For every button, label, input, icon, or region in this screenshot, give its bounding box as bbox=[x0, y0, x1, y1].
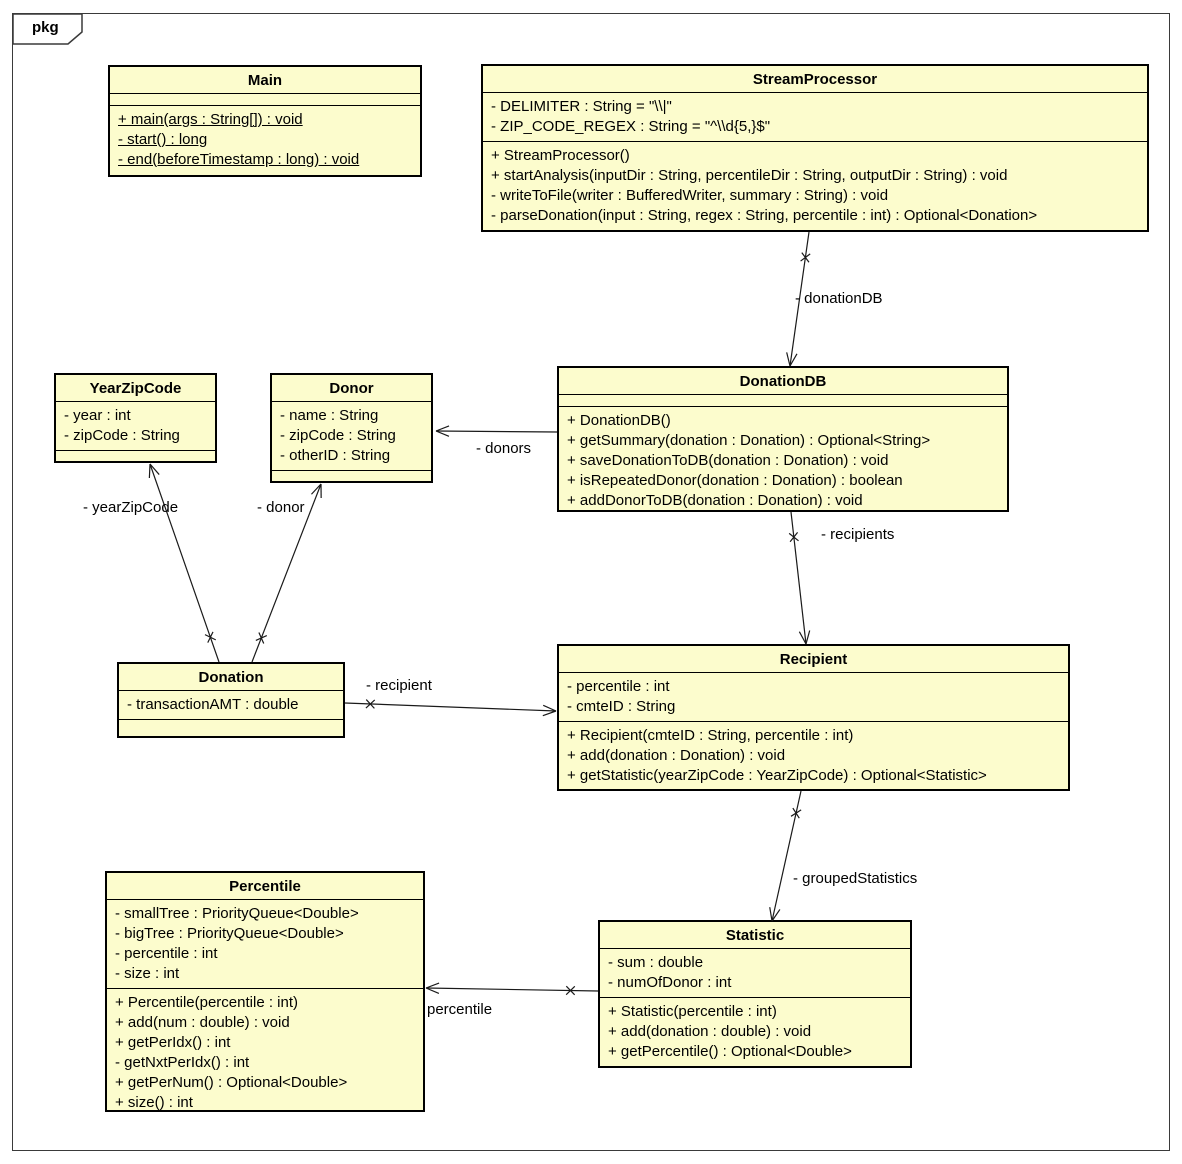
class-attributes-empty bbox=[559, 395, 1007, 407]
method-line: + Percentile(percentile : int) bbox=[115, 994, 299, 1011]
method-line: + Statistic(percentile : int) bbox=[608, 1003, 777, 1020]
method-line: - end(beforeTimestamp : long) : void bbox=[118, 151, 360, 168]
class-methods: + DonationDB() + getSummary(donation : D… bbox=[559, 407, 1007, 515]
attribute-line: - percentile : int bbox=[115, 945, 218, 962]
class-methods-empty bbox=[272, 471, 431, 482]
class-box-main: Main + main(args : String[]) : void - st… bbox=[108, 65, 422, 177]
class-title: YearZipCode bbox=[56, 375, 215, 402]
class-title: Recipient bbox=[559, 646, 1068, 673]
class-title: Main bbox=[110, 67, 420, 94]
class-attributes-empty bbox=[110, 94, 420, 106]
attribute-line: - transactionAMT : double bbox=[127, 696, 299, 713]
class-title: Percentile bbox=[107, 873, 423, 900]
association-label-donationdb: - donationDB bbox=[795, 290, 883, 307]
attribute-line: - sum : double bbox=[608, 954, 704, 971]
method-line: + startAnalysis(inputDir : String, perce… bbox=[491, 167, 1008, 184]
class-attributes: - smallTree : PriorityQueue<Double> - bi… bbox=[107, 900, 423, 989]
class-attributes: - year : int - zipCode : String bbox=[56, 402, 215, 451]
class-attributes: - sum : double - numOfDonor : int bbox=[600, 949, 910, 998]
class-methods: + Recipient(cmteID : String, percentile … bbox=[559, 722, 1068, 790]
method-line: + getStatistic(yearZipCode : YearZipCode… bbox=[567, 767, 987, 784]
method-line: + saveDonationToDB(donation : Donation) … bbox=[567, 452, 889, 469]
attribute-line: - year : int bbox=[64, 407, 131, 424]
attribute-line: - numOfDonor : int bbox=[608, 974, 732, 991]
method-line: + add(donation : Donation) : void bbox=[567, 747, 786, 764]
attribute-line: - zipCode : String bbox=[280, 427, 396, 444]
class-methods: + StreamProcessor() + startAnalysis(inpu… bbox=[483, 142, 1147, 230]
class-methods: + main(args : String[]) : void - start()… bbox=[110, 106, 420, 175]
class-attributes: - DELIMITER : String = "\\|" - ZIP_CODE_… bbox=[483, 93, 1147, 142]
class-box-donor: Donor - name : String - zipCode : String… bbox=[270, 373, 433, 483]
class-methods-empty bbox=[56, 451, 215, 462]
association-label-percentile: percentile bbox=[427, 1001, 493, 1018]
method-line: - parseDonation(input : String, regex : … bbox=[491, 207, 1038, 224]
class-attributes: - transactionAMT : double bbox=[119, 691, 343, 720]
attribute-line: - size : int bbox=[115, 965, 180, 982]
association-label-groupedstatistics: - groupedStatistics bbox=[793, 870, 918, 887]
method-line: + isRepeatedDonor(donation : Donation) :… bbox=[567, 472, 903, 489]
method-line: + getSummary(donation : Donation) : Opti… bbox=[567, 432, 931, 449]
attribute-line: - zipCode : String bbox=[64, 427, 180, 444]
attribute-line: - cmteID : String bbox=[567, 698, 676, 715]
method-line: - getNxtPerIdx() : int bbox=[115, 1054, 250, 1071]
method-line: + getPerNum() : Optional<Double> bbox=[115, 1074, 348, 1091]
class-box-statistic: Statistic - sum : double - numOfDonor : … bbox=[598, 920, 912, 1068]
method-line: + main(args : String[]) : void bbox=[118, 111, 303, 128]
method-line: - writeToFile(writer : BufferedWriter, s… bbox=[491, 187, 889, 204]
association-label-recipient: - recipient bbox=[366, 677, 432, 694]
attribute-line: - smallTree : PriorityQueue<Double> bbox=[115, 905, 359, 922]
class-methods-empty bbox=[119, 720, 343, 736]
package-frame bbox=[12, 13, 1170, 1151]
method-line: + getPercentile() : Optional<Double> bbox=[608, 1043, 852, 1060]
association-label-recipients: - recipients bbox=[821, 526, 895, 543]
method-line: + DonationDB() bbox=[567, 412, 671, 429]
association-label-donor: - donor bbox=[257, 499, 305, 516]
class-methods: + Percentile(percentile : int) + add(num… bbox=[107, 989, 423, 1117]
method-line: + getPerIdx() : int bbox=[115, 1034, 231, 1051]
method-line: + add(donation : double) : void bbox=[608, 1023, 812, 1040]
class-title: Donation bbox=[119, 664, 343, 691]
class-box-streamprocessor: StreamProcessor - DELIMITER : String = "… bbox=[481, 64, 1149, 232]
class-title: DonationDB bbox=[559, 368, 1007, 395]
method-line: + addDonorToDB(donation : Donation) : vo… bbox=[567, 492, 863, 509]
class-box-yearzipcode: YearZipCode - year : int - zipCode : Str… bbox=[54, 373, 217, 463]
method-line: + Recipient(cmteID : String, percentile … bbox=[567, 727, 854, 744]
package-tab-label: pkg bbox=[32, 19, 59, 36]
method-line: - start() : long bbox=[118, 131, 208, 148]
attribute-line: - name : String bbox=[280, 407, 379, 424]
attribute-line: - bigTree : PriorityQueue<Double> bbox=[115, 925, 344, 942]
method-line: + size() : int bbox=[115, 1094, 193, 1111]
class-box-donationdb: DonationDB + DonationDB() + getSummary(d… bbox=[557, 366, 1009, 512]
attribute-line: - ZIP_CODE_REGEX : String = "^\\d{5,}$" bbox=[491, 118, 771, 135]
package-tab bbox=[12, 13, 83, 45]
attribute-line: - otherID : String bbox=[280, 447, 391, 464]
class-attributes: - name : String - zipCode : String - oth… bbox=[272, 402, 431, 471]
class-attributes: - percentile : int - cmteID : String bbox=[559, 673, 1068, 722]
association-label-donors: - donors bbox=[476, 440, 532, 457]
method-line: + add(num : double) : void bbox=[115, 1014, 290, 1031]
class-title: Statistic bbox=[600, 922, 910, 949]
class-box-donation: Donation - transactionAMT : double bbox=[117, 662, 345, 738]
class-title: Donor bbox=[272, 375, 431, 402]
class-box-recipient: Recipient - percentile : int - cmteID : … bbox=[557, 644, 1070, 791]
class-box-percentile: Percentile - smallTree : PriorityQueue<D… bbox=[105, 871, 425, 1112]
class-title: StreamProcessor bbox=[483, 66, 1147, 93]
association-label-yearzipcode: - yearZipCode bbox=[83, 499, 179, 516]
class-methods: + Statistic(percentile : int) + add(dona… bbox=[600, 998, 910, 1066]
attribute-line: - DELIMITER : String = "\\|" bbox=[491, 98, 672, 115]
attribute-line: - percentile : int bbox=[567, 678, 670, 695]
method-line: + StreamProcessor() bbox=[491, 147, 630, 164]
